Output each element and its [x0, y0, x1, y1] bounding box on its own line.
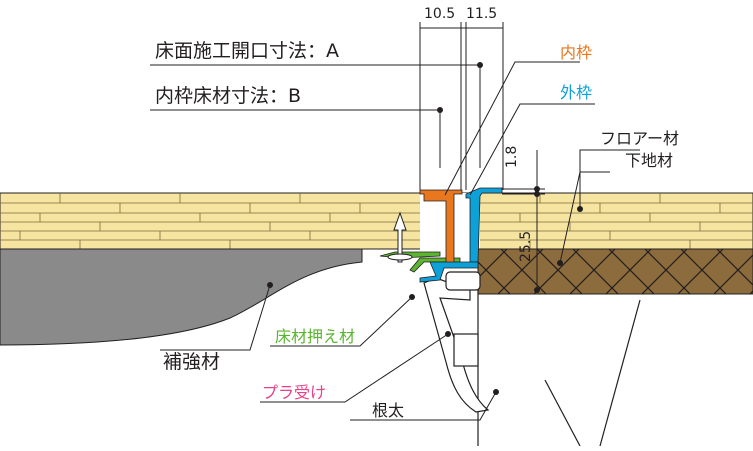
reinforcement — [0, 248, 363, 346]
dim-floor-thickness: 25.5 — [518, 231, 534, 262]
plastic-receiver-block — [453, 333, 479, 367]
inner-frame-label: 内枠 — [560, 43, 592, 62]
subfloor — [477, 248, 753, 295]
inner-frame-dimension-label: 内枠床材寸法：B — [155, 85, 301, 107]
floor-retainer-label: 床材押え材 — [275, 327, 355, 346]
reinforcement-label: 補強材 — [163, 351, 220, 373]
nail-head — [387, 253, 413, 261]
subfloor-label: 下地材 — [625, 151, 673, 170]
outer-frame-label: 外枠 — [560, 83, 592, 102]
flooring-label: フロアー材 — [600, 129, 679, 148]
plastic-receiver-label: プラ受け — [262, 383, 326, 402]
flooring-board — [0, 192, 753, 250]
outer-frame-lower — [419, 261, 479, 283]
opening-dimension-label: 床面施工開口寸法：A — [155, 40, 339, 62]
dimension-lines — [150, 22, 545, 290]
plastic-receiver-clip — [445, 271, 481, 291]
joist-label: 根太 — [372, 401, 404, 420]
joist-lines — [477, 280, 641, 447]
dim-top-right: 11.5 — [466, 6, 497, 22]
dim-top-left: 10.5 — [424, 6, 455, 22]
outer-frame — [465, 187, 503, 263]
leader-lines — [160, 61, 640, 421]
nail-icon — [393, 211, 407, 263]
dim-lip-height: 1.8 — [504, 146, 520, 168]
